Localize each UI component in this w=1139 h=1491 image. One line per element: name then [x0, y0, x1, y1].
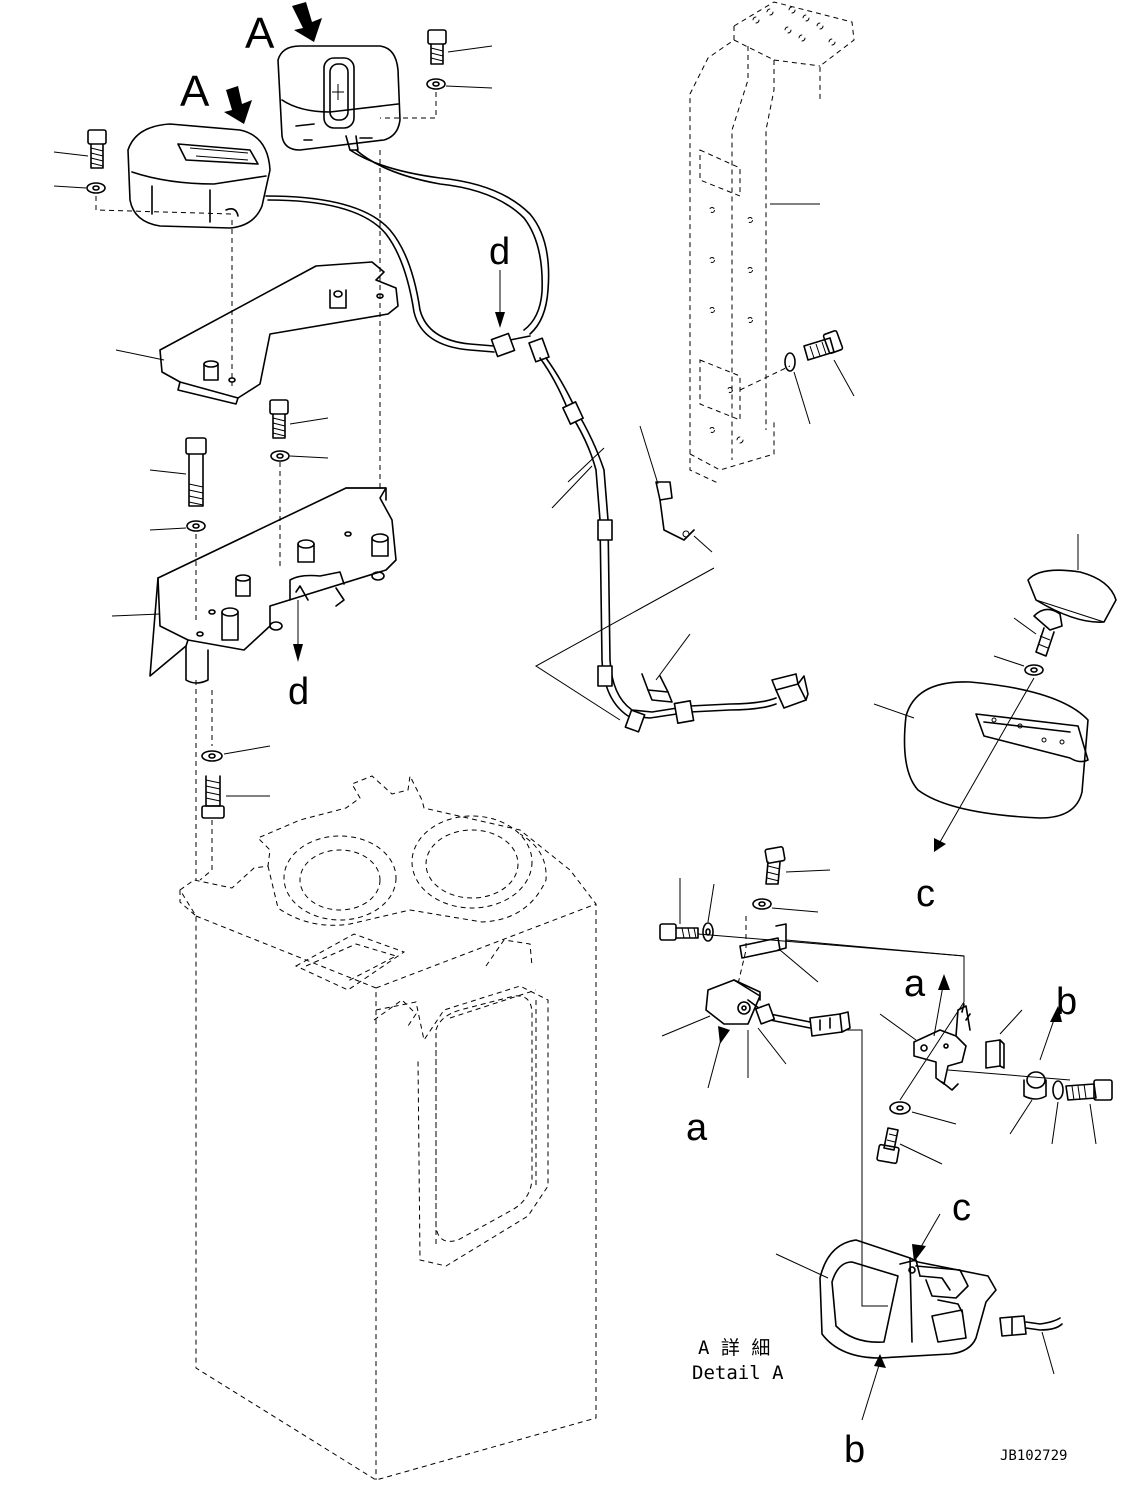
detail-a-caption: A 詳 細 Detail A — [692, 1337, 784, 1384]
detail-switch — [661, 979, 851, 1078]
washer-pillar — [784, 352, 811, 425]
label-cut-d-upper: d — [489, 231, 510, 273]
bolt-mid-1 — [269, 399, 329, 439]
detail-bolt-2 — [659, 878, 699, 941]
harness-clip-1 — [639, 425, 713, 553]
detail-bolt-3 — [1065, 1079, 1113, 1145]
upper-bracket-plate — [115, 261, 399, 405]
label-cut-a-right: a — [904, 963, 926, 1005]
wire-harness — [265, 149, 809, 733]
detail-bolt-4 — [876, 1127, 943, 1165]
detail-bolt-1 — [764, 846, 831, 885]
detail-washer-3 — [1051, 1080, 1064, 1145]
console-box — [179, 774, 597, 1481]
harness-clip-2 — [641, 633, 691, 703]
detail-spacer-plate — [985, 1009, 1023, 1069]
label-cut-a-left: a — [686, 1107, 708, 1149]
washer-lower-1 — [53, 182, 106, 194]
detail-washer-4 — [889, 1101, 957, 1125]
detail-washer-1 — [752, 898, 819, 913]
bolt-bottom — [201, 775, 270, 819]
cut-arrow-d-lower: d — [288, 600, 309, 713]
bolt-lower-1 — [53, 129, 107, 169]
bolt-long — [149, 437, 207, 507]
label-cut-b-lower: b — [844, 1429, 865, 1471]
cut-arrow-d-upper: d — [489, 231, 510, 328]
washer-mid-2 — [149, 520, 206, 532]
label-cut-c-lower: c — [952, 1187, 971, 1229]
detail-lock-bracket — [879, 1003, 971, 1091]
detail-title-jp: A 詳 細 — [698, 1337, 770, 1359]
upper-cover — [873, 681, 1089, 819]
lower-monitor-housing — [127, 123, 271, 229]
washer-upper-1 — [426, 78, 493, 90]
label-view-a-lower: A — [180, 67, 210, 116]
detail-connector — [999, 1315, 1063, 1375]
washer-mid-1 — [270, 450, 329, 462]
detail-collar — [1009, 1071, 1047, 1135]
detail-washer-2 — [702, 883, 715, 942]
cover-washer — [993, 655, 1044, 676]
washer-bottom — [201, 745, 271, 762]
upper-monitor-housing — [277, 45, 401, 151]
label-view-a-upper: A — [245, 9, 275, 58]
support-pillar — [689, 1, 855, 485]
view-arrow-a-lower: A — [180, 67, 252, 124]
detail-small-bracket — [739, 923, 819, 983]
detail-title-en: Detail A — [692, 1362, 784, 1384]
cover-bolt — [1013, 608, 1063, 657]
label-cut-b-upper: b — [1056, 981, 1077, 1023]
bolt-pillar — [803, 329, 855, 397]
detail-lower-cover — [775, 1239, 997, 1359]
label-cut-d-lower: d — [288, 671, 309, 713]
view-arrow-a-upper: A — [245, 2, 322, 58]
lower-mounting-bracket — [111, 487, 397, 684]
cover-cap — [1027, 534, 1117, 623]
label-cut-c-upper: c — [916, 873, 935, 915]
drawing-code: JB102729 — [1000, 1448, 1067, 1464]
bolt-upper-1 — [427, 29, 493, 65]
